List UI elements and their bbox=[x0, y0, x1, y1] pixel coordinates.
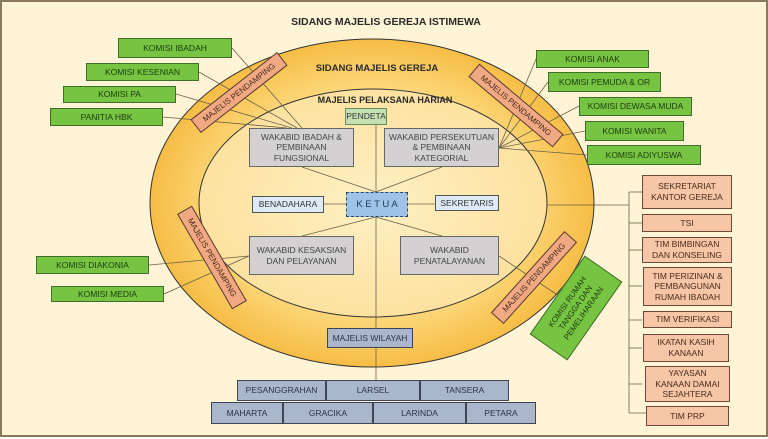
komisi-diakonia-box: KOMISI DIAKONIA bbox=[36, 256, 149, 274]
unit-tim-prp: TIM PRP bbox=[646, 406, 729, 426]
komisi-dewasa-muda-box: KOMISI DEWASA MUDA bbox=[579, 97, 692, 116]
wakabid-ibadah-box: WAKABID IBADAH & PEMBINAAN FUNGSIONAL bbox=[249, 128, 354, 167]
pendeta-box: PENDETA bbox=[345, 108, 387, 125]
unit-verifikasi: TIM VERIFIKASI bbox=[643, 311, 732, 328]
unit-perizinan: TIM PERIZINAN & PEMBANGUNAN RUMAH IBADAH bbox=[643, 267, 732, 306]
unit-tsi: TSI bbox=[642, 214, 732, 232]
wakabid-persekutuan-box: WAKABID PERSEKUTUAN & PEMBINAAN KATEGORI… bbox=[384, 128, 499, 167]
benadahara-box: BENADAHARA bbox=[252, 196, 324, 213]
panitia-hbk-box: PANITIA HBK bbox=[50, 108, 163, 126]
unit-ikatan-kasih: IKATAN KASIH KANAAN bbox=[643, 334, 729, 362]
unit-sekretariat: SEKRETARIAT KANTOR GEREJA bbox=[642, 175, 732, 209]
inner-ellipse-label: MAJELIS PELAKSANA HARIAN bbox=[317, 95, 453, 105]
wilayah-pesanggrahan: PESANGGRAHAN bbox=[237, 380, 326, 401]
wilayah-maharta: MAHARTA bbox=[211, 402, 283, 424]
sekretaris-box: SEKRETARIS bbox=[435, 195, 499, 211]
chart-title: SIDANG MAJELIS GEREJA ISTIMEWA bbox=[291, 16, 481, 28]
komisi-ibadah-box: KOMISI IBADAH bbox=[118, 38, 232, 58]
komisi-wanita-box: KOMISI WANITA bbox=[585, 121, 684, 141]
wakabid-kesaksian-box: WAKABID KESAKSIAN DAN PELAYANAN bbox=[249, 236, 354, 275]
wilayah-petara: PETARA bbox=[466, 402, 536, 424]
majelis-wilayah-box: MAJELIS WILAYAH bbox=[327, 328, 413, 348]
komisi-kesenian-box: KOMISI KESENIAN bbox=[86, 63, 199, 81]
unit-bimbingan: TIM BIMBINGAN DAN KONSELING bbox=[642, 237, 732, 263]
wilayah-tansera: TANSERA bbox=[420, 380, 509, 401]
komisi-media-box: KOMISI MEDIA bbox=[51, 286, 164, 302]
ketua-box: K E T U A bbox=[346, 192, 408, 217]
wilayah-gracika: GRACIKA bbox=[283, 402, 373, 424]
komisi-pa-box: KOMISI PA bbox=[63, 86, 176, 103]
wilayah-larinda: LARINDA bbox=[373, 402, 466, 424]
komisi-pemuda-box: KOMISI PEMUDA & OR bbox=[548, 72, 661, 92]
wakabid-penatalayanan-box: WAKABID PENATALAYANAN bbox=[400, 236, 499, 275]
wilayah-larsel: LARSEL bbox=[326, 380, 420, 401]
unit-yayasan: YAYASAN KANAAN DAMAI SEJAHTERA bbox=[645, 366, 730, 402]
komisi-anak-box: KOMISI ANAK bbox=[536, 50, 649, 68]
komisi-adiyuswa-box: KOMISI ADIYUSWA bbox=[587, 145, 701, 165]
outer-ellipse-label: SIDANG MAJELIS GEREJA bbox=[315, 63, 439, 74]
